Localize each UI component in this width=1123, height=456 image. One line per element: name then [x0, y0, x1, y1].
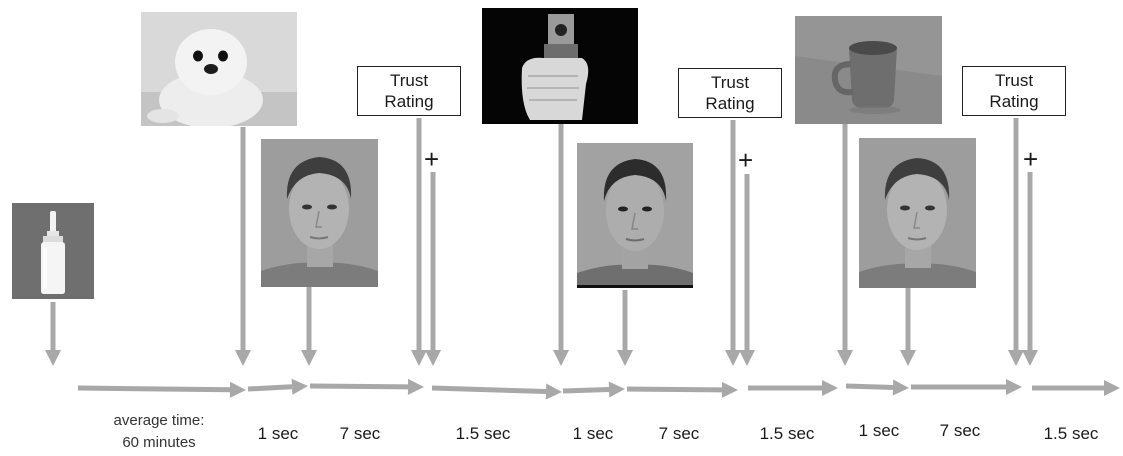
- fixation-cross-1: +: [424, 144, 440, 174]
- trust-rating-label-line1: Trust: [994, 71, 1034, 90]
- duration-label: 1.5 sec: [1043, 424, 1099, 443]
- trust-rating-box-2: Trust Rating: [678, 68, 782, 118]
- duration-label: 7 sec: [339, 424, 381, 443]
- timeline-arrow-1: [77, 381, 246, 398]
- duration-label: 7 sec: [939, 421, 981, 440]
- trust-rating-box-1: Trust Rating: [357, 66, 461, 116]
- nasal-spray-image: [12, 203, 94, 299]
- mug-image: [795, 16, 942, 124]
- timeline-arrow-3: [309, 378, 424, 395]
- stimulus-arrow-8: [725, 120, 741, 366]
- stimulus-arrow-6: [553, 124, 569, 366]
- timeline-arrow-9: [911, 379, 1022, 395]
- stimulus-arrow-4: [411, 118, 427, 366]
- timeline-arrow-4: [431, 383, 562, 400]
- stimulus-arrow-2: [235, 127, 251, 366]
- fixation-cross-2: +: [738, 145, 754, 175]
- trust-rating-label-line2: Rating: [705, 94, 755, 113]
- trust-rating-box-3: Trust Rating: [962, 66, 1066, 116]
- timeline-arrow-6: [626, 381, 738, 398]
- face-image-1: [261, 139, 378, 287]
- trust-rating-label-line1: Trust: [389, 71, 429, 90]
- timeline-arrow-7: [748, 380, 838, 396]
- stimulus-arrow-7: [617, 290, 633, 366]
- duration-label: 1 sec: [572, 424, 614, 443]
- stimulus-arrow-1: [45, 302, 61, 366]
- fixation-cross-3: +: [1023, 144, 1039, 174]
- seal-image: [141, 12, 297, 126]
- trust-rating-label-line2: Rating: [989, 92, 1039, 111]
- duration-label: 1 sec: [257, 424, 299, 443]
- stimulus-arrow-9: [739, 174, 755, 366]
- stimulus-arrow-11: [900, 288, 916, 366]
- face-image-2: [577, 143, 693, 288]
- average-time-line1: average time:: [113, 412, 205, 429]
- stimulus-arrow-3: [301, 287, 317, 366]
- stimulus-arrow-12: [1008, 118, 1024, 366]
- gun-image: [482, 8, 638, 124]
- stimulus-arrow-13: [1022, 172, 1038, 366]
- timeline-arrow-10: [1032, 380, 1120, 396]
- duration-label: 7 sec: [658, 424, 700, 443]
- duration-label: 1.5 sec: [455, 424, 511, 443]
- timeline-arrow-2: [247, 378, 308, 395]
- trust-rating-label-line2: Rating: [384, 92, 434, 111]
- duration-label: 1 sec: [858, 421, 900, 440]
- timeline-arrow-5: [562, 381, 625, 398]
- face-image-3: [859, 138, 976, 288]
- timeline-arrow-8: [845, 379, 909, 396]
- stimulus-arrow-5: [425, 172, 441, 366]
- average-time-label: average time: 60 minutes: [96, 410, 222, 454]
- duration-label: 1.5 sec: [759, 424, 815, 443]
- average-time-line2: 60 minutes: [122, 434, 196, 451]
- stimulus-arrow-10: [837, 124, 853, 366]
- trust-rating-label-line1: Trust: [710, 73, 750, 92]
